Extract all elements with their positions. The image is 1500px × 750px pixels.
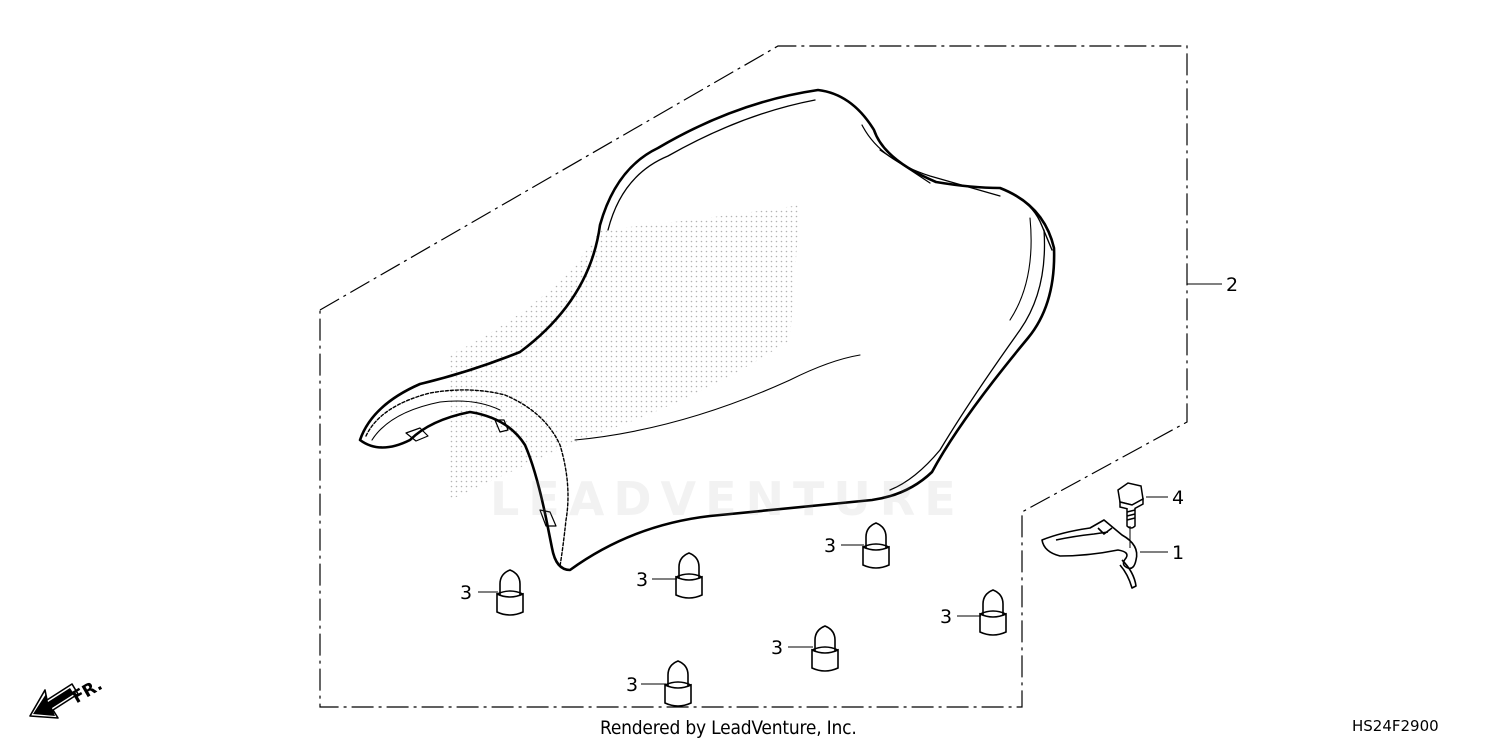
diagram-code: HS24F2900 xyxy=(1352,717,1439,735)
callout-3b: 3 xyxy=(636,569,648,591)
watermark: LEADVENTURE xyxy=(490,472,965,526)
cushion-leaders xyxy=(478,544,981,685)
front-indicator-label: FR. xyxy=(69,675,106,708)
callout-4: 4 xyxy=(1172,487,1184,509)
callout-3a: 3 xyxy=(460,582,472,604)
cushion-3d xyxy=(979,589,1007,636)
callout-3c: 3 xyxy=(824,535,836,557)
front-arrow-icon: FR. xyxy=(29,675,106,719)
seat-shading xyxy=(450,205,800,500)
cushion-3c xyxy=(862,522,890,569)
cushion-3b xyxy=(675,552,703,599)
footer-credit: Rendered by LeadVenture, Inc. xyxy=(600,717,857,739)
callout-3f: 3 xyxy=(626,674,638,696)
callout-3e: 3 xyxy=(771,637,783,659)
cushion-3f xyxy=(664,660,692,707)
assembly-boundary xyxy=(319,45,1188,708)
callout-2: 2 xyxy=(1226,274,1238,296)
cushion-3e xyxy=(811,625,839,672)
callout-1: 1 xyxy=(1172,542,1184,564)
bracket xyxy=(1041,519,1138,589)
bolt xyxy=(1117,482,1144,529)
seat xyxy=(358,88,1056,572)
callout-3d: 3 xyxy=(940,606,952,628)
cushion-3a xyxy=(496,569,524,616)
